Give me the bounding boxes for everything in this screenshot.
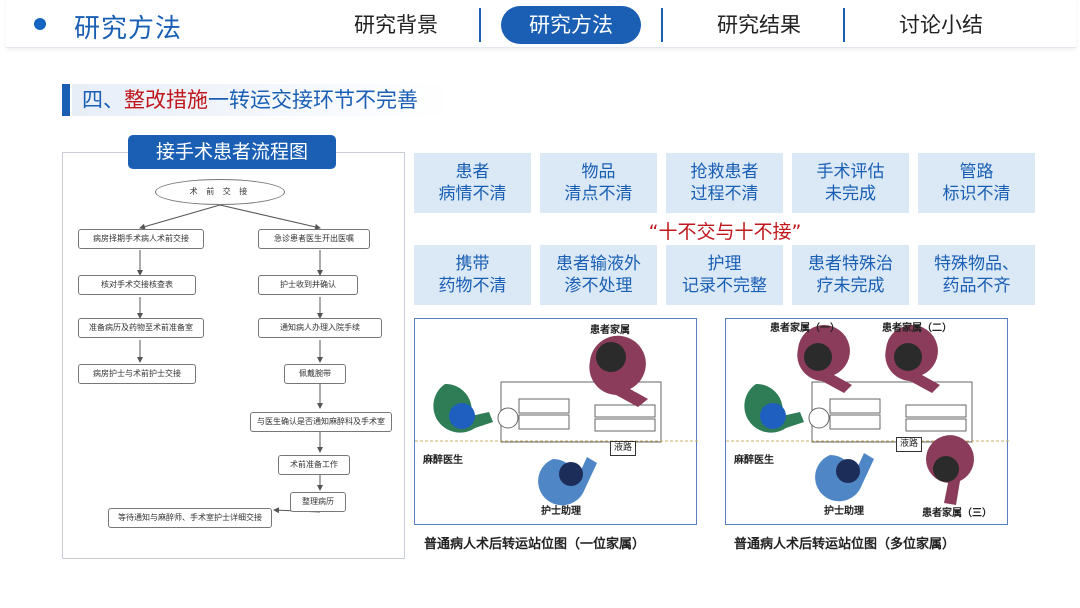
issue-card: 手术评估 未完成: [792, 153, 909, 213]
diagram-caption-multi: 普通病人术后转运站位图（多位家属）: [734, 537, 956, 552]
flowchart-title-badge: 接手术患者流程图: [128, 135, 336, 169]
family-label-1: 患者家属（一）: [770, 323, 840, 334]
issue-card: 患者特殊治 疗未完成: [792, 245, 909, 305]
issue-card: 患者 病情不清: [414, 153, 531, 213]
tab-discussion-summary[interactable]: 讨论小结: [899, 13, 983, 37]
iv-line-tag: 液路: [610, 441, 637, 456]
iv-line-tag: 液路: [896, 437, 923, 452]
anesthetist-icon: [744, 383, 804, 433]
issue-card: 患者输液外 渗不处理: [540, 245, 657, 305]
family-member-icon: [797, 325, 852, 393]
diagram-caption-single: 普通病人术后转运站位图（一位家属）: [424, 537, 646, 552]
family-member-icon: [589, 335, 648, 407]
subtitle-rest: 一转运交接环节不完善: [208, 88, 418, 112]
flowchart-right-step: 与医生确认是否通知麻醉科及手术室: [250, 412, 392, 432]
flowchart-right-step: 通知病人办理入院手续: [258, 318, 382, 338]
family-label-3: 患者家属（三）: [922, 508, 992, 519]
nurse-icon: [538, 457, 597, 506]
flowchart-right-step: 佩戴腕带: [284, 364, 346, 384]
top-nav-bar: 研究方法 研究背景 研究方法 研究结果 讨论小结: [6, 0, 1076, 48]
flowchart-connectors: [137, 204, 323, 514]
issue-card: 物品 清点不清: [540, 153, 657, 213]
transport-diagram-single-family: 患者家属 麻醉医生 护士助理 液路: [414, 318, 698, 525]
subtitle-heading: 四、整改措施一转运交接环节不完善: [72, 84, 472, 116]
flowchart-left-step: 病房护士与术前护士交接: [78, 364, 196, 384]
flowchart-right-step: 护士收到并确认: [258, 275, 358, 295]
family-label-2: 患者家属（二）: [882, 323, 952, 334]
nurse-icon: [815, 453, 874, 502]
subtitle-accent-bar: [62, 84, 70, 116]
issue-card: 特殊物品、 药品不齐: [918, 245, 1035, 305]
flowchart-right-step: 术前准备工作: [278, 455, 350, 475]
flowchart-left-step: 病房择期手术病人术前交接: [78, 229, 204, 249]
transport-diagram-multi-family: 患者家属（一） 患者家属（二） 患者家属（三） 麻醉医生 护士助理 液路: [725, 318, 1009, 525]
nurse-label: 护士助理: [824, 506, 864, 517]
subtitle-highlight: 整改措施: [124, 88, 208, 112]
family-member-icon: [885, 325, 940, 393]
nav-separator: [843, 8, 845, 42]
bullet-dot-icon: [34, 18, 46, 30]
family-member-icon: [925, 435, 974, 505]
subtitle-prefix: 四、: [82, 88, 124, 112]
flowchart-start-node: 术 前 交 接: [155, 179, 285, 205]
transport-position-figure: [726, 325, 1009, 505]
nav-separator: [479, 8, 481, 42]
flowchart-frame: [62, 152, 405, 559]
issue-card: 护理 记录不完整: [666, 245, 783, 305]
family-label: 患者家属: [590, 325, 630, 336]
section-title: 研究方法: [74, 14, 183, 44]
ten-rules-slogan: “十不交与十不接”: [648, 221, 802, 243]
tab-research-methods[interactable]: 研究方法: [501, 6, 641, 44]
issue-card: 抢救患者 过程不清: [666, 153, 783, 213]
transport-position-figure: [415, 335, 698, 506]
flowchart-left-step: 准备病历及药物至术前准备室: [78, 318, 204, 338]
flowchart-right-step: 急诊患者医生开出医嘱: [258, 229, 370, 249]
nurse-label: 护士助理: [541, 506, 581, 517]
nav-separator: [661, 8, 663, 42]
issue-card: 携带 药物不清: [414, 245, 531, 305]
flowchart-left-step: 核对手术交接核查表: [78, 275, 196, 295]
issue-card: 管路 标识不清: [918, 153, 1035, 213]
flowchart-end-node: 等待通知与麻醉师、手术室护士详细交接: [108, 508, 272, 528]
flowchart-right-step: 整理病历: [290, 492, 346, 512]
anesthetist-label: 麻醉医生: [423, 455, 463, 466]
anesthetist-icon: [433, 383, 493, 433]
anesthetist-label: 麻醉医生: [734, 455, 774, 466]
tab-research-background[interactable]: 研究背景: [354, 13, 438, 37]
tab-research-results[interactable]: 研究结果: [717, 13, 801, 37]
